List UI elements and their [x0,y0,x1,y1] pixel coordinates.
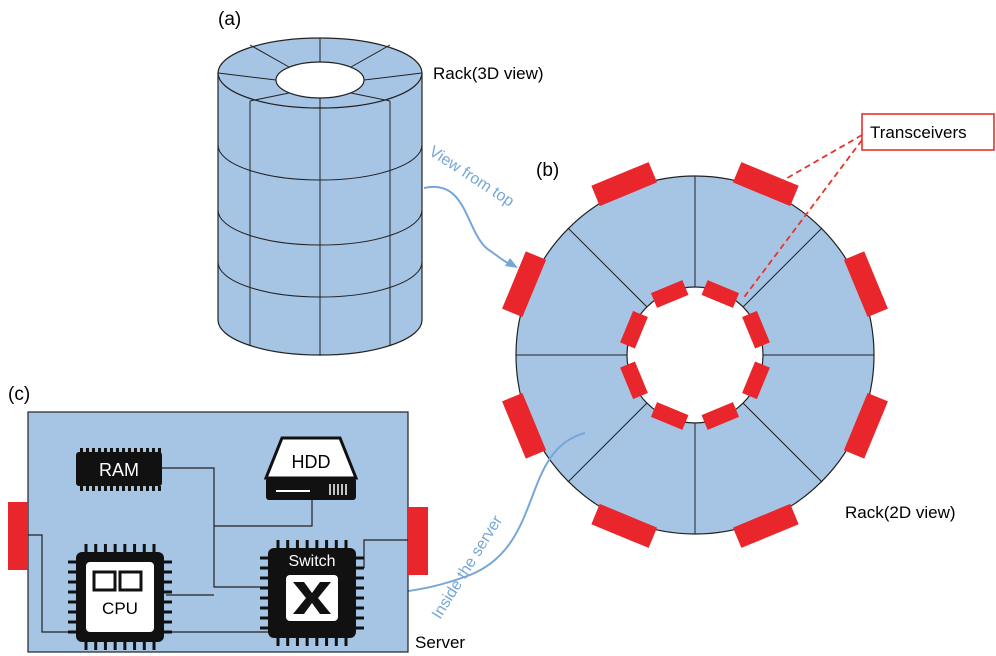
server-transceiver-right [408,507,428,575]
ram-pin [104,448,107,453]
transceivers-callout: Transceivers [741,113,995,301]
cpu-chip: CPU [68,544,172,650]
ram-pin [110,486,113,491]
inner-transceivers [620,280,770,430]
rack-2d-hole [626,286,764,424]
outer-transceiver [843,392,888,459]
inner-transceiver [650,280,689,308]
panel-a-label: (a) [218,9,241,30]
ram-pin [110,448,113,453]
ram-pin [134,448,137,453]
transceivers-label-box [861,113,995,151]
outer-transceivers [502,162,888,548]
panel-c-label: (c) [8,384,30,405]
ram-pin [86,486,89,491]
ram-pin [140,486,143,491]
outer-transceiver [732,162,799,207]
ram-pin [128,486,131,491]
ram-pin [140,448,143,453]
rack-2d-caption: Rack(2D view) [845,503,956,522]
ram-pin [122,448,125,453]
switch-label: Switch [288,553,335,570]
ram-pin [128,448,131,453]
inner-transceiver [701,402,740,430]
switch-cross-icon [293,582,331,614]
ram-module: RAM [76,448,162,491]
ram-pin [86,448,89,453]
outer-transceiver [843,251,888,318]
ram-pin [80,486,83,491]
ram-pin [134,486,137,491]
outer-transceiver [502,392,547,459]
ram-pin [152,448,155,453]
server-caption: Server [415,633,465,652]
outer-transceiver [591,162,658,207]
rack-3d-caption: Rack(3D view) [433,64,544,83]
panel-b-label: (b) [536,160,559,181]
ram-pin [116,486,119,491]
inside-server-label: Inside the server [429,512,506,622]
ram-pin [158,448,161,453]
server-view: (c) RAM [8,384,465,653]
ram-pin [98,448,101,453]
inner-transceiver [701,280,740,308]
switch-chip: Switch [260,540,364,646]
outer-transceiver [591,503,658,548]
inner-transceiver [742,310,770,349]
ram-pin [98,486,101,491]
inner-transceiver [650,402,689,430]
cylinder-hole [275,61,365,99]
ram-label: RAM [99,460,139,480]
server-transceiver-left [8,502,28,570]
rack-2d-view: (b) Rack(2D view) [502,160,956,548]
ram-pin [80,448,83,453]
ram-pin [122,486,125,491]
cylinder-top-spokes [217,38,423,108]
ram-pin [146,486,149,491]
view-from-top-label: View from top [426,143,517,210]
ram-pin [116,448,119,453]
view-from-top-arrow: View from top [423,143,518,268]
ram-pin [152,486,155,491]
ram-pin [146,448,149,453]
cpu-label: CPU [102,599,138,618]
hdd-drive: HDD [263,436,359,500]
hdd-label: HDD [292,452,331,472]
outer-transceiver [732,503,799,548]
inner-transceiver [620,361,648,400]
inner-transceiver [742,361,770,400]
ram-pin [92,486,95,491]
rack-2d-spokes [516,176,874,534]
ram-pin [158,486,161,491]
ram-pin [92,448,95,453]
ram-pin [104,486,107,491]
inner-transceiver [620,310,648,349]
outer-transceiver [502,251,547,318]
rack-3d-view: (a) Rack(3D view) [217,9,544,356]
transceivers-label: Transceivers [870,123,967,142]
cylinder-dividers [249,101,391,355]
